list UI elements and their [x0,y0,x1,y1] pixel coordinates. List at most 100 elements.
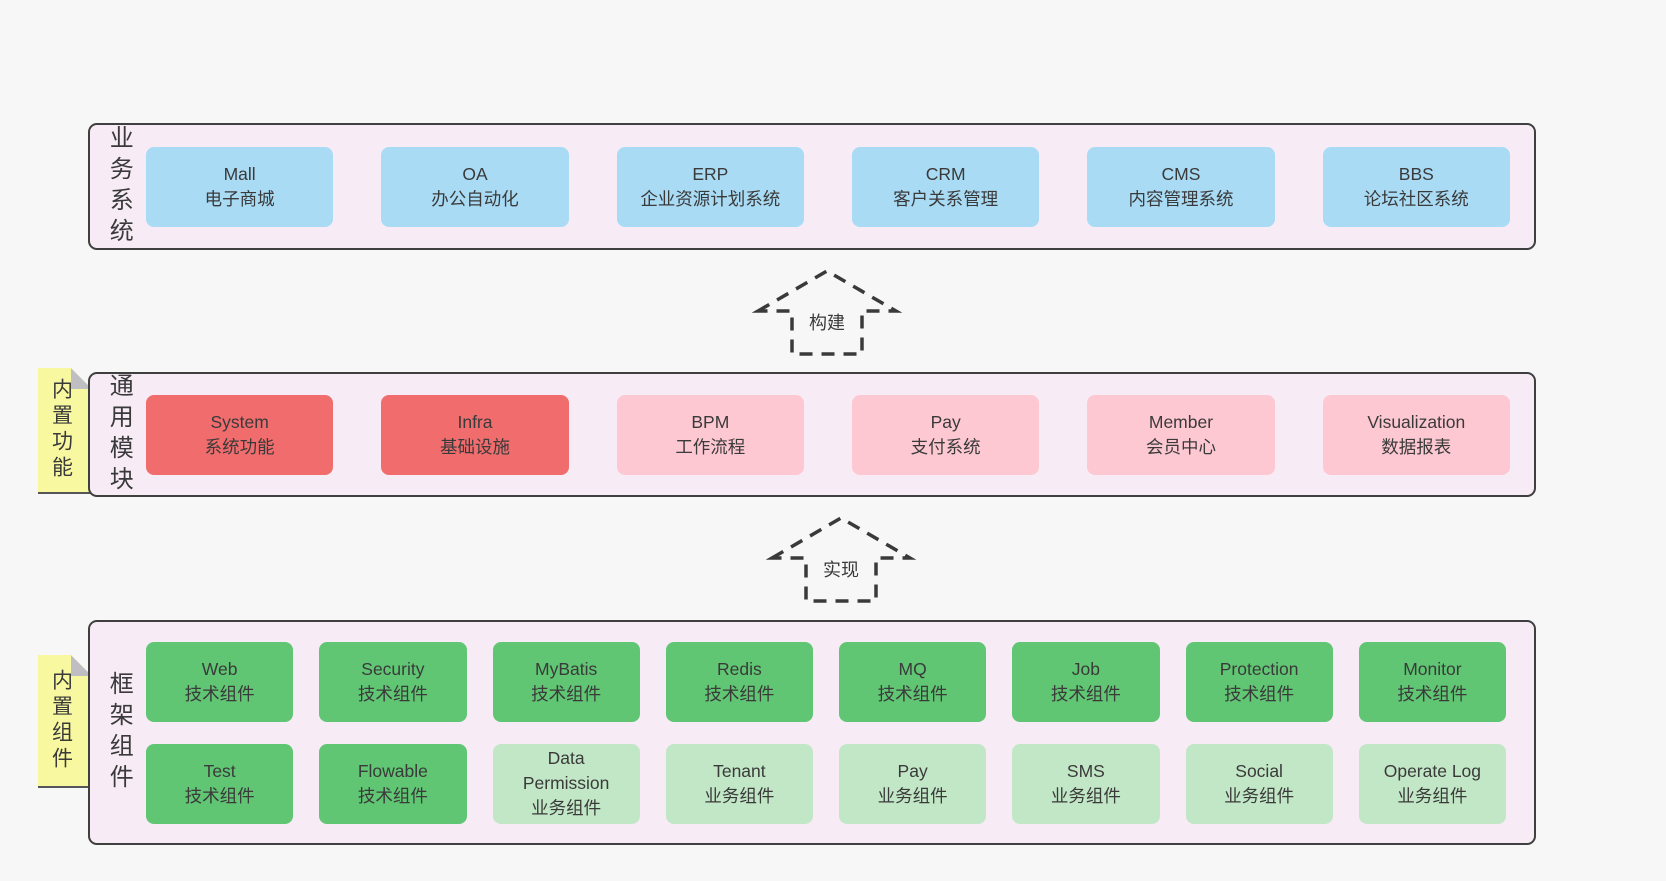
tag-built-in-features: 内置功能 [38,368,92,494]
box-data-permission: Data Permission 业务组件 [492,743,640,824]
box-job: Job 技术组件 [1012,641,1160,722]
box-social: Social 业务组件 [1185,743,1333,824]
box-visualization: Visualization 数据报表 [1322,394,1510,475]
box-subtitle: 支付系统 [910,436,981,457]
box-title: Pay [930,411,961,432]
arrow-implement-label: 实现 [819,554,863,584]
box-title: Job [1071,658,1100,679]
box-operate-log: Operate Log 业务组件 [1358,743,1506,824]
box-subtitle: 论坛社区系统 [1363,188,1469,209]
box-oa: OA 办公自动化 [381,146,569,227]
box-erp: ERP 企业资源计划系统 [616,146,804,227]
box-title: Mall [223,163,256,184]
box-bbs: BBS 论坛社区系统 [1322,146,1510,227]
box-subtitle: 客户关系管理 [893,188,999,209]
box-bpm: BPM 工作流程 [616,394,804,475]
box-title: Visualization [1367,411,1466,432]
box-title: Tenant [713,760,766,781]
box-infra: Infra 基础设施 [381,394,569,475]
box-subtitle: 技术组件 [877,683,948,704]
box-subtitle: 电子商城 [204,188,275,209]
box-subtitle: 办公自动化 [431,188,519,209]
box-subtitle: 业务组件 [531,797,602,818]
box-title: BBS [1398,163,1434,184]
box-redis: Redis 技术组件 [665,641,813,722]
box-tenant: Tenant 业务组件 [665,743,813,824]
box-title: MQ [898,658,927,679]
layer-label-text: 通用模块 [105,372,133,497]
box-cms: CMS 内容管理系统 [1087,146,1275,227]
box-title: Pay [897,760,928,781]
box-title: Infra [457,411,493,432]
box-subtitle: 数据报表 [1381,436,1452,457]
box-subtitle: 技术组件 [1224,683,1295,704]
box-title: Monitor [1403,658,1462,679]
box-title: CMS [1161,163,1201,184]
box-subtitle: 内容管理系统 [1128,188,1234,209]
box-subtitle: 业务组件 [1224,785,1295,806]
box-title: MyBatis [535,658,598,679]
box-crm: CRM 客户关系管理 [851,146,1040,227]
box-subtitle: 技术组件 [704,683,775,704]
arrow-build-label: 构建 [805,307,849,337]
box-subtitle: 工作流程 [675,436,746,457]
box-title: Protection [1219,658,1299,679]
box-subtitle: 企业资源计划系统 [640,188,781,209]
box-mq: MQ 技术组件 [839,641,987,722]
box-subtitle: 业务组件 [877,785,948,806]
box-title: SMS [1066,760,1105,781]
layer-label-business: 业务系统 [90,125,146,249]
box-subtitle: 业务组件 [1050,785,1121,806]
box-title: Redis [717,658,762,679]
box-subtitle: 技术组件 [357,785,428,806]
tag-text: 内置组件 [49,668,73,773]
box-subtitle: 业务组件 [1397,785,1468,806]
box-title: Data Permission [522,748,610,794]
box-title: CRM [925,163,966,184]
up-arrow-icon [766,515,916,603]
modules-boxes-row: System 系统功能 Infra 基础设施 BPM 工作流程 Pay 支付系统 Member 会… [146,394,1534,475]
box-title: Operate Log [1383,760,1482,781]
box-title: OA [462,163,488,184]
box-sms: SMS 业务组件 [1012,743,1160,824]
box-subtitle: 技术组件 [184,785,255,806]
layer-business-systems: 业务系统 Mall 电子商城 OA 办公自动化 ERP 企业资源计划系统 CRM 客户关系管理… [88,123,1536,250]
box-subtitle: 技术组件 [357,683,428,704]
box-mybatis: MyBatis 技术组件 [492,641,640,722]
layer-common-modules: 通用模块 System 系统功能 Infra 基础设施 BPM 工作流程 Pay 支付系统 Me… [88,372,1536,497]
box-subtitle: 业务组件 [704,785,775,806]
layer-label-text: 框架组件 [105,670,133,795]
box-subtitle: 基础设施 [439,436,510,457]
box-subtitle: 技术组件 [1397,683,1468,704]
box-title: BPM [691,411,730,432]
box-title: System [210,411,269,432]
box-pay: Pay 业务组件 [839,743,987,824]
layer-label-text: 业务系统 [105,124,133,249]
layer-label-modules: 通用模块 [90,373,146,497]
box-subtitle: 系统功能 [204,436,275,457]
arrow-implement: 实现 [766,513,916,605]
box-subtitle: 会员中心 [1145,436,1216,457]
box-subtitle: 技术组件 [1050,683,1121,704]
layer-label-components: 框架组件 [90,671,146,795]
arrow-build: 构建 [752,266,902,358]
box-system: System 系统功能 [146,394,334,475]
box-title: Member [1148,411,1214,432]
box-test: Test 技术组件 [146,743,294,824]
tag-text: 内置功能 [49,378,73,482]
box-title: Social [1235,760,1283,781]
box-subtitle: 技术组件 [531,683,602,704]
box-member: Member 会员中心 [1087,394,1275,475]
box-protection: Protection 技术组件 [1185,641,1333,722]
up-arrow-icon [752,268,902,356]
box-title: ERP [692,163,729,184]
box-title: Test [203,760,236,781]
